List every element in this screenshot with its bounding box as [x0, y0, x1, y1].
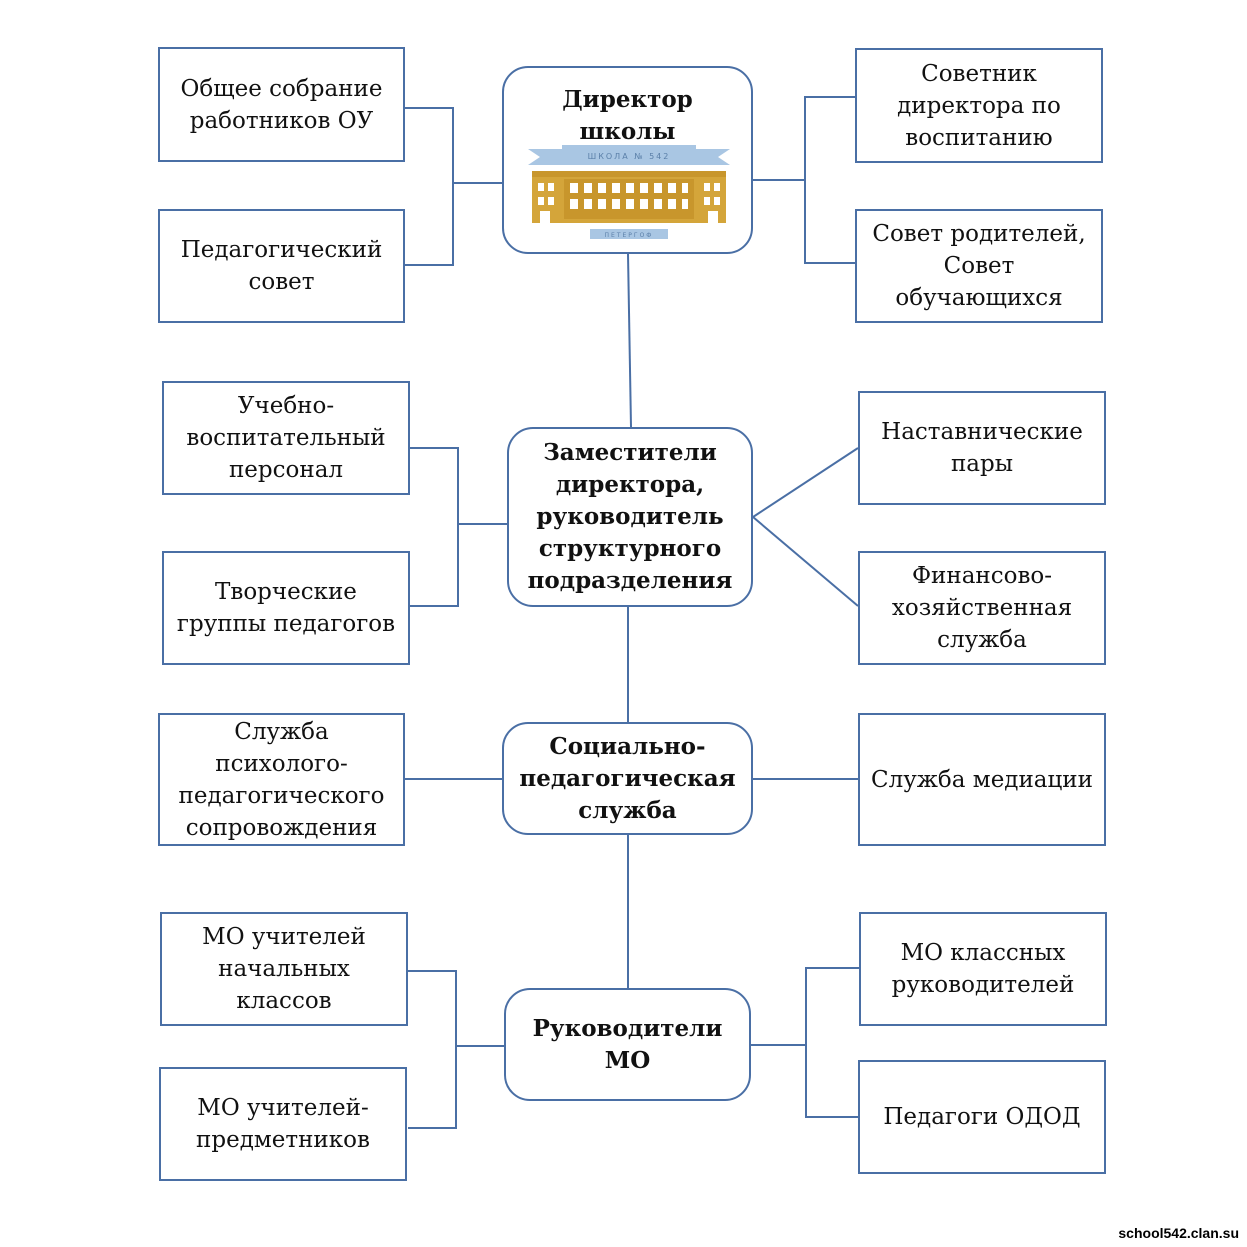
mediation-label: Служба медиации [871, 766, 1093, 793]
connector-general-meeting [405, 107, 454, 266]
advisor-box: Советник директора по воспитанию [855, 48, 1103, 163]
teaching-staff-box: Учебно- воспитательный персонал [162, 381, 410, 495]
connector-mo-primary [408, 970, 457, 1129]
director-label: Директор школы [562, 86, 693, 145]
mentor-pairs-label: Наставнические пары [881, 419, 1083, 477]
deputies-label: Заместители директора, руководитель стру… [527, 439, 733, 594]
finance-service-box: Финансово- хозяйственная служба [858, 551, 1106, 665]
mo-class-box: МО классных руководителей [859, 912, 1107, 1026]
ped-council-label: Педагогический совет [180, 237, 383, 295]
mo-class-label: МО классных руководителей [891, 940, 1075, 998]
connector-advisor [804, 96, 855, 264]
odod-label: Педагоги ОДОД [883, 1104, 1081, 1130]
teaching-staff-label: Учебно- воспитательный персонал [186, 393, 386, 483]
parents-council-label: Совет родителей, Совет обучающихся [872, 221, 1086, 311]
mo-heads-label: Руководители МО [532, 1014, 723, 1074]
school-logo: ШКОЛА № 542 ПЕТЕРГОФ [528, 145, 730, 239]
connector-director-deputies [627, 253, 632, 428]
logo-ribbon-text: ШКОЛА № 542 [588, 152, 671, 161]
logo-plaque-text: ПЕТЕРГОФ [605, 232, 654, 239]
ped-council-box: Педагогический совет [158, 209, 405, 323]
connector-mentor-pairs [752, 447, 859, 518]
watermark: school542.clan.su [1118, 1225, 1239, 1241]
mo-primary-label: МО учителей начальных классов [202, 924, 366, 1014]
mediation-box: Служба медиации [858, 713, 1106, 846]
deputies-hub: Заместители директора, руководитель стру… [507, 427, 753, 607]
mo-subject-label: МО учителей- предметников [196, 1095, 370, 1153]
creative-groups-label: Творческие группы педагогов [176, 579, 396, 637]
creative-groups-box: Творческие группы педагогов [162, 551, 410, 665]
social-service-hub: Социально- педагогическая служба [502, 722, 753, 835]
odod-box: Педагоги ОДОД [858, 1060, 1106, 1174]
connector-finance [752, 516, 859, 607]
connector-teaching-staff [410, 447, 459, 607]
advisor-label: Советник директора по воспитанию [897, 60, 1061, 151]
mentor-pairs-box: Наставнические пары [858, 391, 1106, 505]
finance-service-label: Финансово- хозяйственная служба [891, 563, 1073, 653]
psych-service-box: Служба психолого- педагогического сопров… [158, 713, 405, 846]
social-service-label: Социально- педагогическая служба [519, 732, 736, 824]
psych-service-label: Служба психолого- педагогического сопров… [178, 718, 385, 841]
mo-primary-box: МО учителей начальных классов [160, 912, 408, 1026]
connector-mo-class [805, 967, 859, 1118]
general-meeting-box: Общее собрание работников ОУ [158, 47, 405, 162]
parents-council-box: Совет родителей, Совет обучающихся [855, 209, 1103, 323]
general-meeting-label: Общее собрание работников ОУ [180, 75, 383, 134]
mo-subject-box: МО учителей- предметников [159, 1067, 407, 1181]
mo-heads-hub: Руководители МО [504, 988, 751, 1101]
